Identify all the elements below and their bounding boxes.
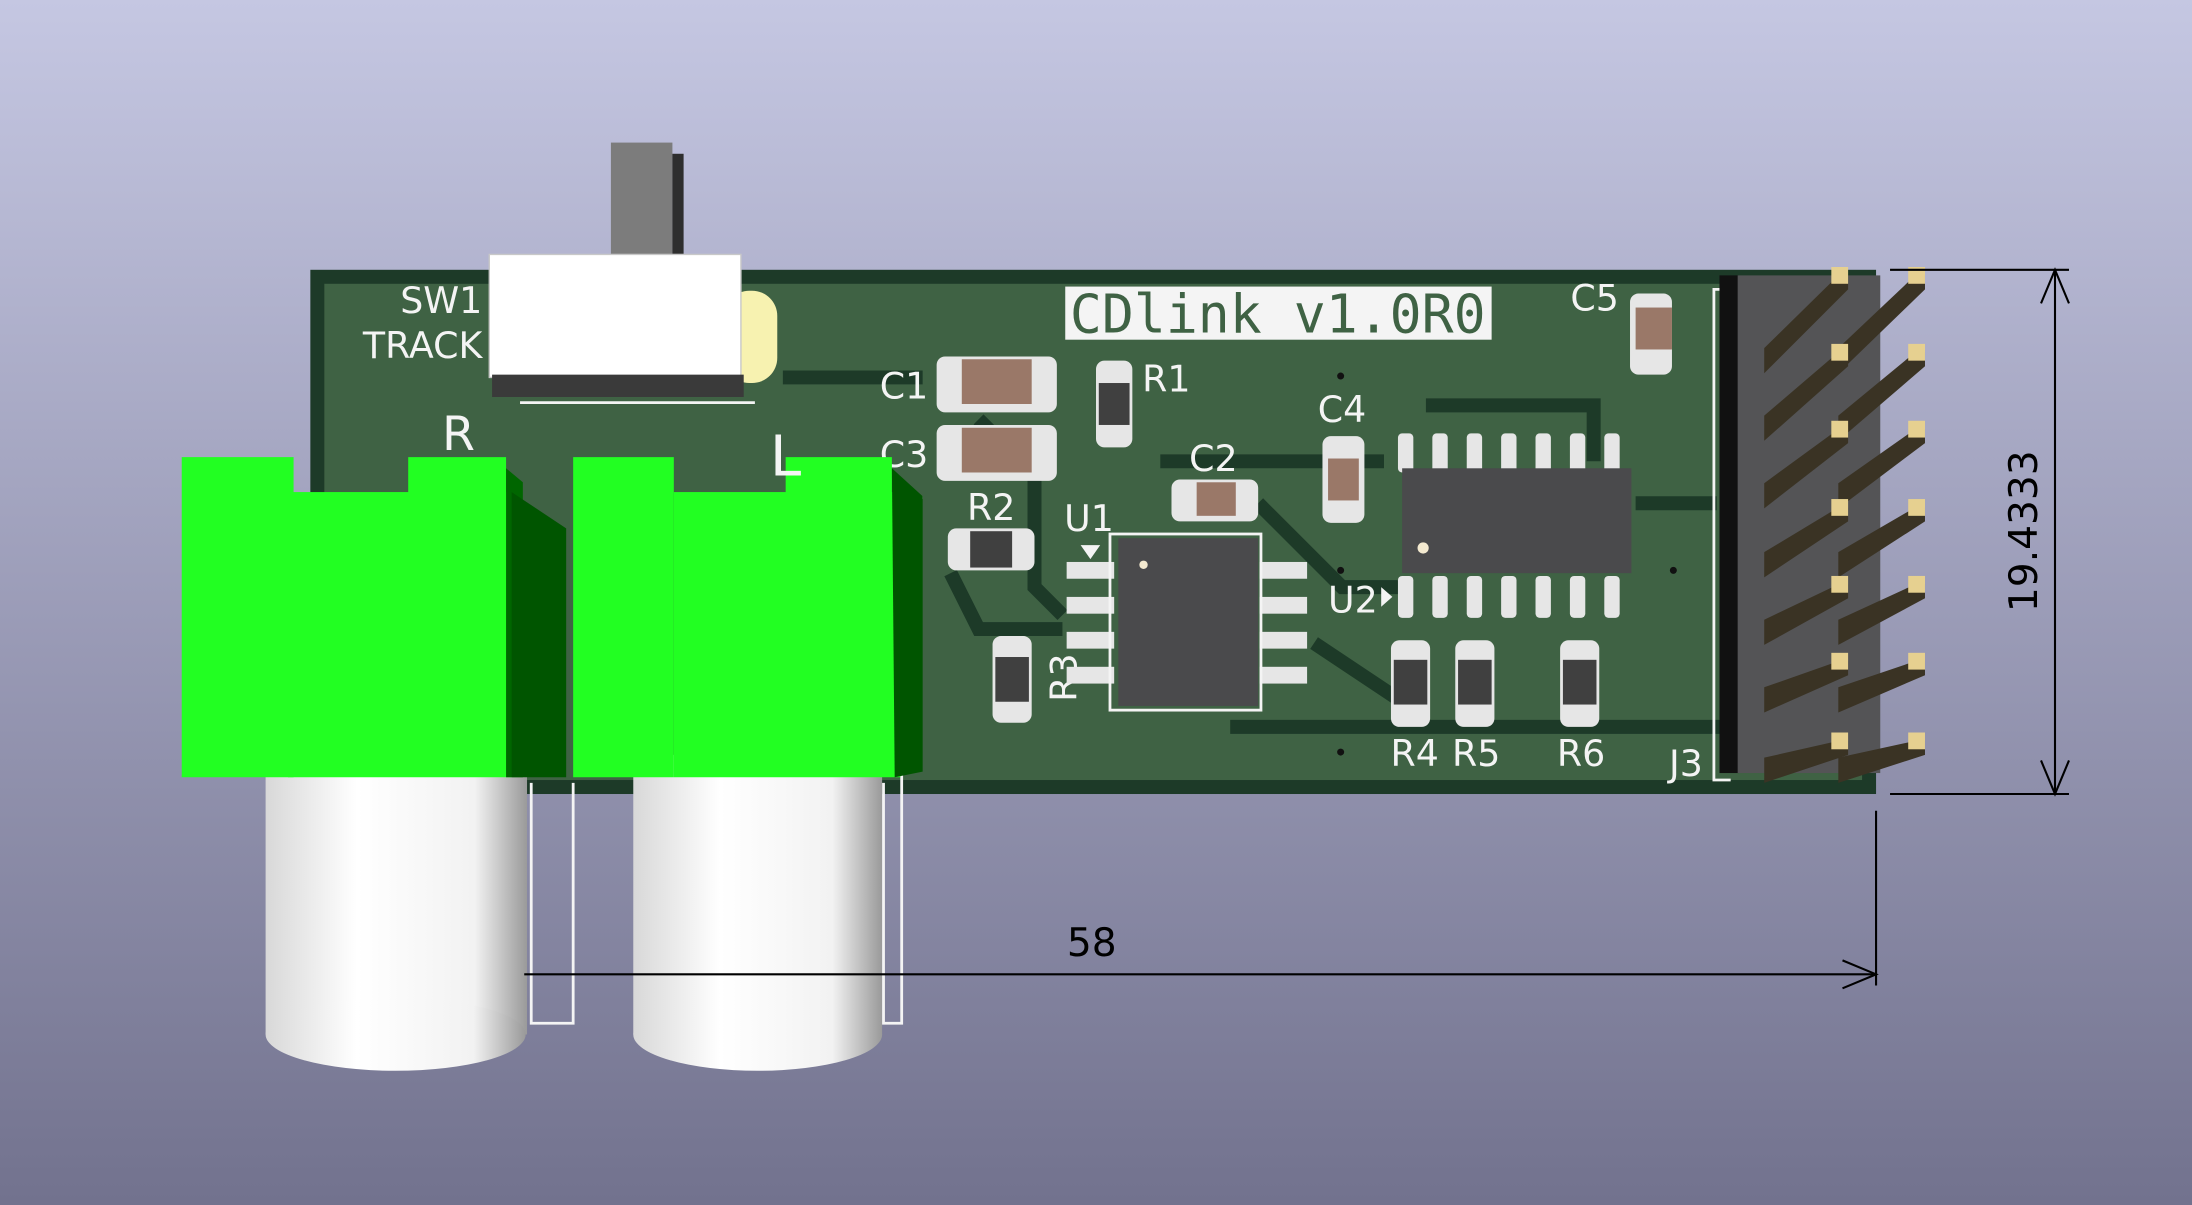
resistor-r6 [1560, 640, 1600, 727]
pin-header-j3 [1712, 267, 1925, 783]
resistor-r1 [1096, 360, 1133, 448]
ic-pin [1569, 433, 1586, 473]
ic-pin [1604, 433, 1620, 473]
header-pin-tip [1908, 420, 1925, 438]
header-pin [1838, 584, 1925, 645]
label-c4: C4 [1318, 388, 1366, 431]
dimension-height [1890, 267, 2070, 797]
header-pin-tip [1908, 732, 1925, 750]
dimension-width-value: 58 [1067, 921, 1117, 966]
ic-pin [1466, 433, 1483, 473]
header-pin-tip [1831, 499, 1849, 516]
header-pin-tip [1908, 499, 1925, 516]
board-title-label: CDlink v1.0R0 [1065, 284, 1492, 346]
ic-pin [1432, 575, 1448, 618]
header-pin [1764, 275, 1849, 374]
header-pin-tip [1908, 343, 1925, 361]
rca-jack-left [573, 457, 923, 1071]
label-r2: R2 [967, 486, 1015, 529]
label-j3: J3 [1667, 742, 1703, 785]
resistor-r4 [1390, 640, 1431, 727]
header-pin-tip [1831, 732, 1849, 750]
header-pin [1764, 507, 1849, 578]
ic-pin [1535, 575, 1551, 618]
resistor-r5 [1455, 640, 1495, 727]
resistor-r3 [992, 636, 1032, 723]
capacitor-c2 [1171, 479, 1259, 522]
ic-pin [1501, 575, 1517, 618]
ic-pin [1501, 433, 1517, 473]
board-title: CDlink v1.0R0 [1070, 284, 1486, 346]
header-pin-tip [1831, 575, 1849, 593]
ic-body [1402, 468, 1632, 574]
header-pin [1764, 584, 1849, 645]
pin1-marker [1417, 542, 1429, 554]
ic-pin [1397, 575, 1414, 618]
label-c5: C5 [1570, 276, 1618, 319]
header-pin-tip [1831, 420, 1849, 438]
header-pin-tip [1831, 343, 1849, 361]
ic-pin [1397, 433, 1414, 473]
label-right-channel: R [442, 407, 475, 462]
header-pin [1838, 429, 1925, 509]
ic-pin [1432, 433, 1448, 473]
label-r6: R6 [1557, 732, 1605, 775]
header-pin [1838, 507, 1925, 578]
header-pin [1838, 352, 1925, 441]
header-pin-tip [1831, 267, 1849, 284]
capacitor-c1 [936, 356, 1057, 413]
vias [1337, 372, 1677, 756]
dimension-height-value: 19.4333 [2002, 450, 2047, 612]
header-pin [1838, 275, 1925, 374]
ic-pin [1466, 575, 1483, 618]
header-pin [1838, 740, 1925, 783]
header-pin [1764, 352, 1849, 441]
pin1-arrow [1381, 587, 1393, 607]
header-pin-tip [1908, 652, 1925, 670]
ic-pin [1604, 575, 1620, 618]
label-u1: U1 [1064, 497, 1114, 540]
rca-jack-right [181, 457, 575, 1071]
ic-pin [1569, 575, 1586, 618]
label-c1: C1 [880, 364, 928, 407]
ic-u2 [1381, 433, 1632, 618]
header-pin-tip [1831, 652, 1849, 670]
header-pin [1764, 740, 1849, 783]
header-pin-tip [1908, 267, 1925, 284]
header-pin [1838, 661, 1925, 713]
label-left-channel: L [770, 424, 801, 489]
label-r1: R1 [1142, 357, 1190, 400]
capacitor-c3 [936, 424, 1057, 481]
header-pin-tip [1908, 575, 1925, 593]
dimension-width [524, 810, 1879, 990]
switch-sw1 [488, 142, 778, 404]
ic-u1 [1066, 532, 1308, 712]
capacitor-c4 [1322, 436, 1365, 523]
label-u2: U2 [1328, 578, 1378, 621]
label-r4: R4 [1391, 732, 1439, 775]
capacitor-c5 [1630, 293, 1672, 375]
label-track: TRACK [362, 324, 484, 367]
label-sw1: SW1 [400, 279, 482, 322]
ic-pin [1535, 433, 1551, 473]
resistor-r2 [947, 528, 1035, 571]
header-pin [1764, 661, 1849, 713]
header-pin [1764, 429, 1849, 509]
label-c2: C2 [1189, 437, 1237, 480]
label-r5: R5 [1452, 732, 1500, 775]
